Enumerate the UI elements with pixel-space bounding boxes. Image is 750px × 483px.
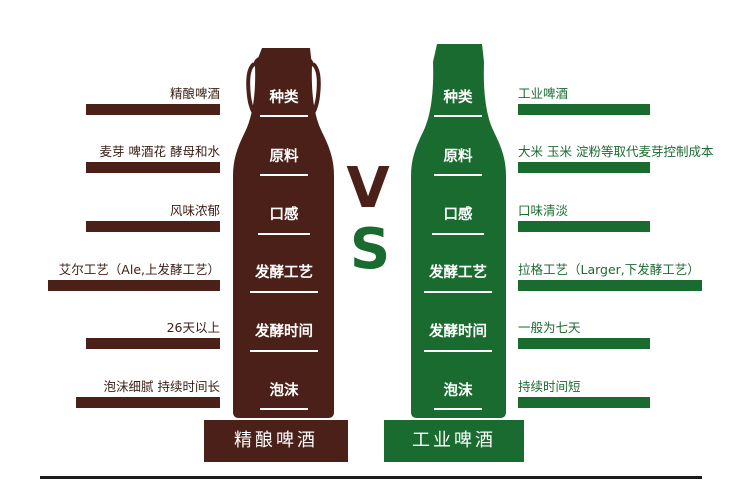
craft-item-type: 精酿啤酒 bbox=[169, 86, 220, 101]
craft-item-foam: 泡沫细腻 持续时间长 bbox=[103, 379, 220, 394]
industrial-bottle-label-type: 种类 bbox=[443, 90, 473, 106]
industrial-bar bbox=[518, 162, 650, 173]
industrial-bottle-label-ingredients: 原料 bbox=[443, 149, 473, 165]
craft-bottle-label-process: 发酵工艺 bbox=[255, 265, 313, 281]
swing-clip-right bbox=[307, 62, 321, 120]
industrial-bar bbox=[518, 338, 650, 349]
craft-bar bbox=[86, 104, 220, 115]
craft-bottle-label-time: 发酵时间 bbox=[255, 324, 313, 340]
craft-bottle-divider bbox=[250, 291, 318, 293]
craft-beer-label: 精酿啤酒 bbox=[204, 420, 348, 462]
craft-bar bbox=[48, 280, 220, 291]
craft-item-process: 艾尔工艺（Ale,上发酵工艺） bbox=[58, 262, 220, 277]
industrial-item-time: 一般为七天 bbox=[518, 320, 581, 335]
industrial-item-foam: 持续时间短 bbox=[518, 379, 581, 394]
craft-bottle-divider bbox=[260, 408, 308, 410]
craft-bottle-label-type: 种类 bbox=[269, 90, 299, 106]
industrial-bottle-label-taste: 口感 bbox=[443, 207, 473, 223]
industrial-item-process: 拉格工艺（Larger,下发酵工艺） bbox=[518, 262, 700, 277]
industrial-bottle-divider bbox=[434, 174, 482, 176]
vs-v-letter: V bbox=[346, 156, 390, 221]
industrial-bottle bbox=[411, 44, 506, 418]
industrial-bar bbox=[518, 104, 650, 115]
industrial-bottle-divider bbox=[424, 350, 492, 352]
craft-bottle-divider bbox=[250, 350, 318, 352]
craft-bottle-label-ingredients: 原料 bbox=[269, 149, 299, 165]
swing-clip-left bbox=[246, 62, 260, 120]
industrial-bottle-divider bbox=[432, 233, 484, 235]
craft-item-taste: 风味浓郁 bbox=[169, 203, 220, 218]
industrial-bottle-label-process: 发酵工艺 bbox=[429, 265, 487, 281]
industrial-bottle-divider bbox=[424, 291, 492, 293]
industrial-item-taste: 口味清淡 bbox=[518, 203, 569, 218]
industrial-bar bbox=[518, 397, 650, 408]
industrial-item-ingredients: 大米 玉米 淀粉等取代麦芽控制成本 bbox=[518, 144, 714, 159]
craft-item-time: 26天以上 bbox=[166, 320, 220, 335]
baseline-divider bbox=[40, 476, 702, 479]
craft-bottle-label-foam: 泡沫 bbox=[269, 383, 299, 399]
craft-bottle-divider bbox=[260, 174, 308, 176]
industrial-bottle-divider bbox=[434, 115, 482, 117]
industrial-bottle-label-time: 发酵时间 bbox=[429, 324, 487, 340]
industrial-item-type: 工业啤酒 bbox=[518, 86, 569, 101]
craft-bar bbox=[86, 221, 220, 232]
industrial-bar bbox=[518, 280, 702, 291]
craft-bar bbox=[86, 162, 220, 173]
craft-item-ingredients: 麦芽 啤酒花 酵母和水 bbox=[99, 144, 220, 159]
craft-bottle-divider bbox=[258, 233, 310, 235]
industrial-beer-label: 工业啤酒 bbox=[384, 420, 524, 462]
craft-bottle-label-taste: 口感 bbox=[269, 207, 299, 223]
craft-bar bbox=[76, 397, 220, 408]
industrial-bar bbox=[518, 221, 650, 232]
craft-bar bbox=[86, 338, 220, 349]
industrial-bottle-label-foam: 泡沫 bbox=[443, 383, 473, 399]
vs-s-letter: S bbox=[350, 217, 390, 282]
craft-bottle-divider bbox=[260, 115, 308, 117]
industrial-bottle-divider bbox=[434, 408, 482, 410]
